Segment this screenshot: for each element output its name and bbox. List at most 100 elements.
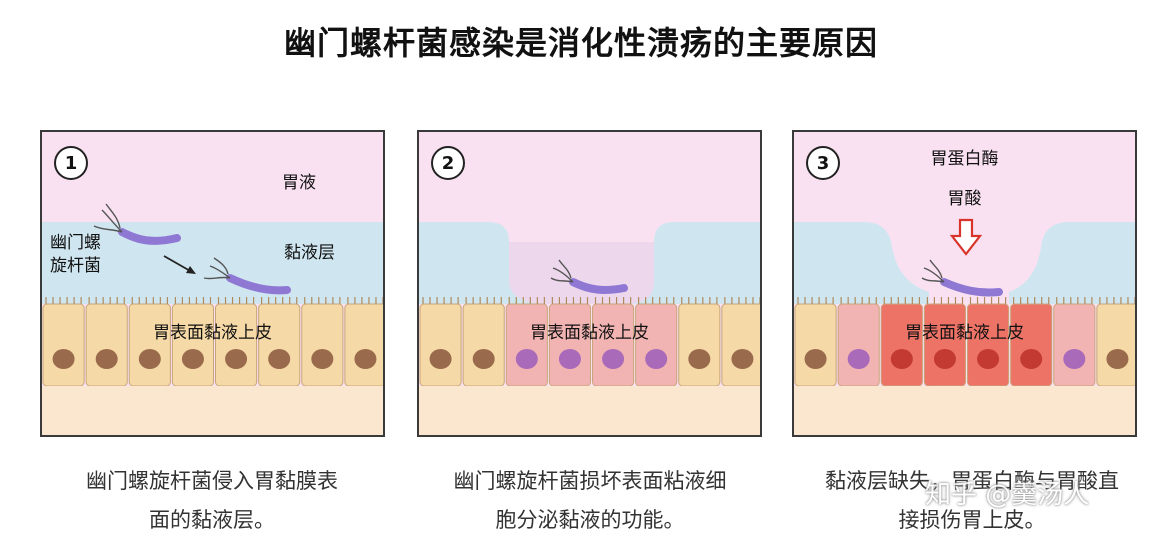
epithelial-cell bbox=[301, 303, 344, 387]
epithelial-cell bbox=[171, 303, 214, 387]
cell-nucleus bbox=[1020, 349, 1043, 369]
mucus-layer-label: 黏液层 bbox=[284, 243, 335, 263]
cell-nucleus bbox=[688, 349, 711, 369]
cell-nucleus bbox=[977, 349, 1000, 369]
microvilli bbox=[883, 297, 920, 304]
epithelial-cell bbox=[344, 303, 383, 387]
epithelial-cell bbox=[635, 303, 678, 387]
pepsin-label: 胃蛋白酶 bbox=[930, 149, 999, 169]
epithelium-cells bbox=[419, 297, 760, 387]
epithelial-cell bbox=[1053, 303, 1096, 387]
microvilli bbox=[347, 297, 383, 304]
epithelial-cell bbox=[592, 303, 635, 387]
epithelial-cell bbox=[678, 303, 721, 387]
epithelial-cell bbox=[548, 303, 591, 387]
epithelium-label: 胃表面黏液上皮 bbox=[905, 323, 1024, 343]
bacterium-label: 幽门螺旋杆菌 bbox=[50, 233, 101, 276]
cell-nucleus bbox=[225, 349, 248, 369]
submucosa bbox=[419, 386, 760, 435]
epithelial-cell bbox=[837, 303, 880, 387]
epithelium-label: 胃表面黏液上皮 bbox=[153, 323, 272, 343]
mucus-layer bbox=[42, 222, 383, 304]
bacterium-icon bbox=[93, 203, 181, 245]
cell-nucleus bbox=[645, 349, 668, 369]
mucus-layer-missing bbox=[794, 222, 929, 304]
step-number-badge: 2 bbox=[431, 146, 465, 180]
microvilli bbox=[131, 297, 168, 304]
cell-nucleus bbox=[804, 349, 827, 369]
arrow-icon bbox=[163, 255, 196, 274]
panel-2: 2 胃表面黏液上皮 bbox=[417, 130, 762, 437]
epithelial-cell bbox=[1096, 303, 1135, 387]
watermark: 知乎 @羹汤人 bbox=[925, 480, 1090, 510]
epithelium-label: 胃表面黏液上皮 bbox=[530, 323, 649, 343]
submucosa bbox=[42, 386, 383, 435]
down-arrow-icon bbox=[949, 218, 983, 256]
microvilli bbox=[422, 297, 459, 304]
microvilli bbox=[551, 297, 589, 304]
epithelial-cell bbox=[258, 303, 301, 387]
epithelial-cell bbox=[923, 303, 966, 387]
bacterium-icon bbox=[550, 259, 628, 294]
microvilli bbox=[840, 297, 877, 304]
microvilli bbox=[465, 297, 502, 304]
cell-nucleus bbox=[181, 349, 204, 369]
panel-1: 1 胃液 黏液层 幽门螺旋杆菌 胃表面黏液上皮 bbox=[40, 130, 385, 437]
bacterium-icon bbox=[921, 259, 1003, 297]
microvilli bbox=[1013, 297, 1050, 304]
cell-nucleus bbox=[558, 349, 581, 369]
microvilli bbox=[594, 297, 632, 304]
panel-2-illustration bbox=[419, 222, 760, 435]
epithelium-cells bbox=[794, 297, 1135, 387]
cell-nucleus bbox=[472, 349, 495, 369]
epithelial-cell bbox=[128, 303, 171, 387]
bacterium-icon bbox=[203, 257, 291, 295]
cell-nucleus bbox=[731, 349, 754, 369]
gastric-juice-label: 胃液 bbox=[282, 173, 316, 193]
cell-nucleus bbox=[52, 349, 75, 369]
microvilli bbox=[1056, 297, 1093, 304]
microvilli bbox=[217, 297, 255, 304]
microvilli bbox=[174, 297, 212, 304]
cell-nucleus bbox=[268, 349, 291, 369]
cell-nucleus bbox=[515, 349, 538, 369]
epithelial-cell bbox=[85, 303, 128, 387]
cell-nucleus bbox=[847, 349, 870, 369]
mucus-layer-damaged bbox=[419, 222, 760, 304]
cell-nucleus bbox=[1063, 349, 1086, 369]
epithelial-cell bbox=[967, 303, 1010, 387]
cell-nucleus bbox=[933, 349, 956, 369]
cell-nucleus bbox=[1106, 349, 1129, 369]
caption-2: 幽门螺旋杆菌损坏表面粘液细胞分泌黏液的功能。 bbox=[453, 469, 727, 532]
page-title: 幽门螺杆菌感染是消化性溃疡的主要原因 bbox=[283, 24, 878, 62]
cell-nucleus bbox=[95, 349, 118, 369]
microvilli bbox=[45, 297, 82, 304]
epithelial-cell bbox=[462, 303, 505, 387]
cell-nucleus bbox=[138, 349, 161, 369]
microvilli bbox=[724, 297, 760, 304]
epithelial-cell bbox=[880, 303, 923, 387]
epithelial-cell bbox=[721, 303, 760, 387]
epithelium-cells bbox=[42, 297, 383, 387]
microvilli bbox=[508, 297, 545, 304]
microvilli bbox=[797, 297, 834, 304]
cell-nucleus bbox=[602, 349, 625, 369]
cell-nucleus bbox=[429, 349, 452, 369]
microvilli bbox=[304, 297, 341, 304]
caption-1: 幽门螺旋杆菌侵入胃黏膜表面的黏液层。 bbox=[86, 469, 338, 532]
microvilli bbox=[1099, 297, 1135, 304]
microvilli bbox=[88, 297, 125, 304]
cell-nucleus bbox=[890, 349, 913, 369]
epithelial-cell bbox=[1010, 303, 1053, 387]
step-number-badge: 3 bbox=[806, 146, 840, 180]
microvilli bbox=[969, 297, 1007, 304]
epithelial-cell bbox=[215, 303, 258, 387]
microvilli bbox=[638, 297, 675, 304]
epithelial-cell bbox=[42, 303, 85, 387]
microvilli bbox=[681, 297, 718, 304]
panel-3: 3 胃蛋白酶 胃酸 胃表面黏液上皮 bbox=[792, 130, 1137, 437]
microvilli bbox=[926, 297, 964, 304]
submucosa bbox=[794, 386, 1135, 435]
panel-3-illustration bbox=[794, 218, 1135, 435]
epithelial-cell bbox=[505, 303, 548, 387]
